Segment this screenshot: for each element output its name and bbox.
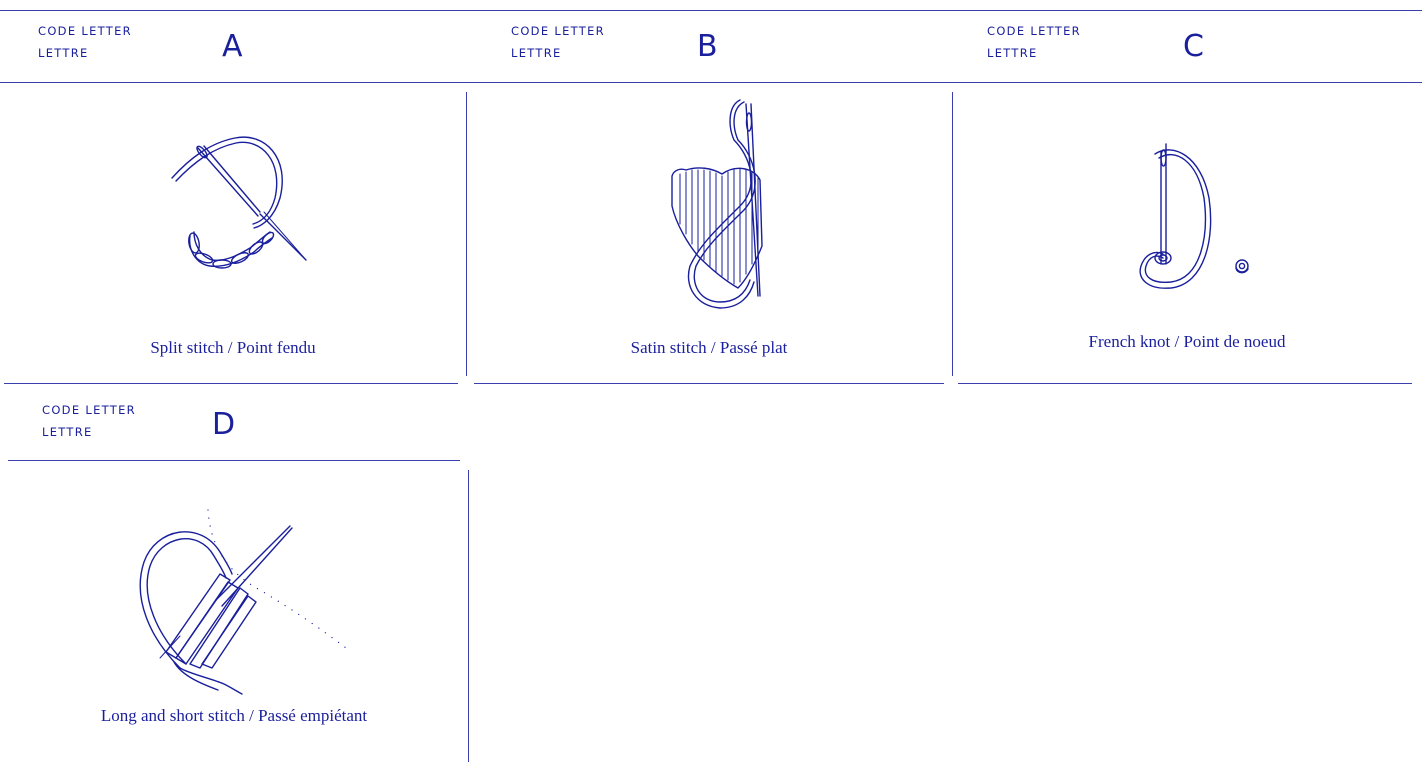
divider-ab — [466, 92, 467, 376]
code-letter-label: CODE LETTER LETTRE — [38, 24, 132, 60]
code-letter-value: B — [697, 29, 718, 64]
code-letter-label: CODE LETTER LETTRE — [42, 403, 136, 439]
bottom-rule-a — [4, 383, 458, 384]
split-stitch-icon — [150, 118, 330, 288]
stitch-caption: Long and short stitch / Passé empiétant — [100, 706, 368, 725]
code-letter-label: CODE LETTER LETTRE — [987, 24, 1081, 60]
stitch-caption: Satin stitch / Passé plat — [630, 338, 788, 357]
code-letter-value: A — [222, 29, 243, 64]
french-knot-icon — [1125, 138, 1265, 298]
stitch-caption: French knot / Point de noeud — [1088, 332, 1286, 351]
code-letter-value: C — [1183, 29, 1204, 64]
bottom-rule-c — [958, 383, 1412, 384]
bottom-rule-b — [474, 383, 944, 384]
divider-bc — [952, 92, 953, 376]
top-rule — [0, 10, 1422, 11]
code-letter-label: CODE LETTER LETTRE — [511, 24, 605, 60]
code-letter-value: D — [212, 407, 236, 442]
stitch-caption: Split stitch / Point fendu — [150, 338, 316, 357]
satin-stitch-icon — [650, 96, 790, 316]
header-rule-row1 — [0, 82, 1422, 83]
long-short-stitch-icon — [120, 508, 360, 696]
divider-d-right — [468, 470, 469, 762]
header-rule-row2 — [8, 460, 460, 461]
